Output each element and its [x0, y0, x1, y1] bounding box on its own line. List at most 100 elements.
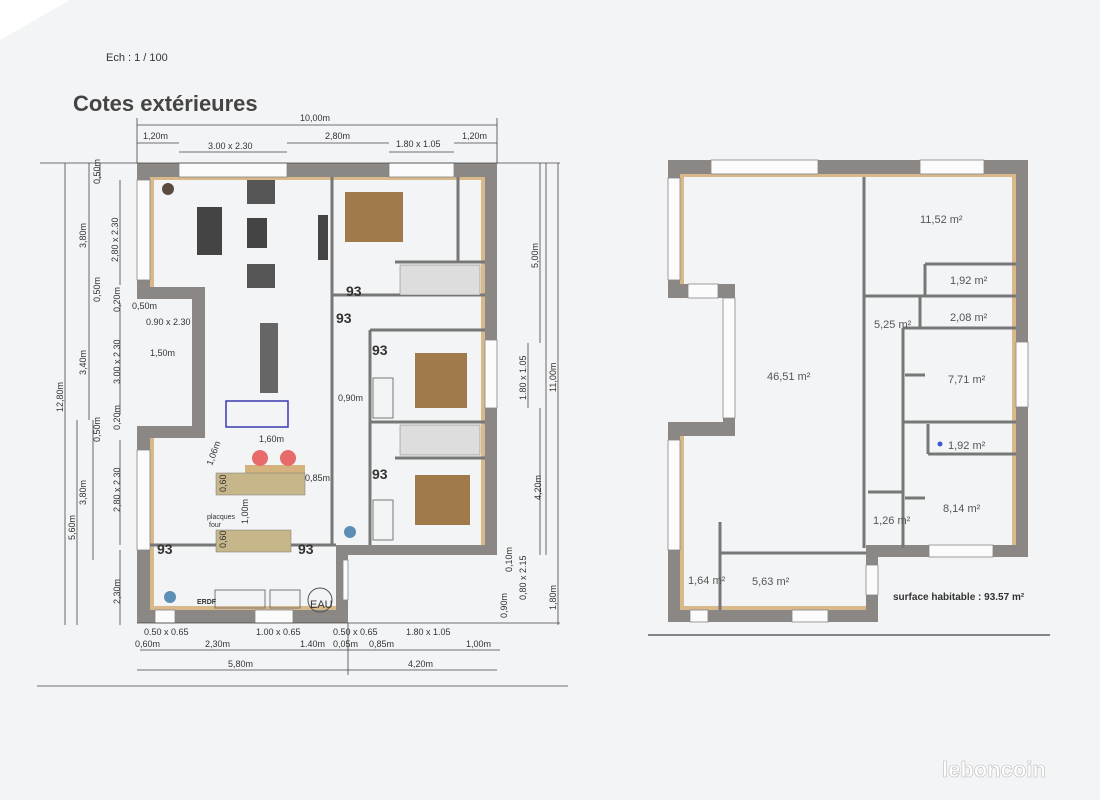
wardrobe: [372, 499, 394, 541]
marker-93: 93: [298, 541, 314, 557]
window: [154, 609, 176, 624]
dimension-label: 0,80 x 2.15: [518, 555, 528, 600]
dimension-label: 3.00 x 2.30: [208, 141, 253, 151]
dimension-label: 0,90m: [499, 593, 509, 618]
marker-93: 93: [346, 283, 362, 299]
exterior-walls: [136, 162, 498, 624]
bed: [415, 475, 470, 525]
dimension-label: 0,05m: [333, 639, 358, 649]
dimension-label: 10,00m: [300, 113, 330, 123]
dimension-label: 2,30m: [205, 639, 230, 649]
utility-units: [214, 589, 266, 609]
marker-dot: [937, 441, 943, 447]
dimension-label: 2,80m: [325, 131, 350, 141]
dimension-label: 1,20m: [143, 131, 168, 141]
dimensioned-plan: 10,00m 1,20m 3.00 x 2.30 2,80m 1.80 x 1.…: [37, 113, 568, 687]
dimension-label: 0,85m: [305, 473, 330, 483]
room-area: 46,51 m²: [767, 371, 811, 383]
erdf-label: ERDF: [197, 599, 217, 606]
sofa: [197, 207, 222, 255]
meter-icon: [164, 591, 176, 603]
shower: [399, 264, 481, 296]
room-area: 11,52 m²: [920, 214, 963, 226]
room-area: 1,26 m²: [873, 515, 911, 527]
marker-93: 93: [336, 310, 352, 326]
dimension-label: 0,85m: [369, 639, 394, 649]
dimension-label: 1,60m: [259, 434, 284, 444]
kitchen-label: placques: [207, 514, 236, 521]
dimension-label: 0,60: [218, 474, 228, 492]
room-area: 1,92 m²: [948, 440, 986, 452]
window: [178, 162, 288, 178]
dimension-label: 0,20m: [112, 287, 122, 312]
dimension-label: 3.00 x 2.30: [112, 339, 122, 384]
dimension-label: 1.80 x 1.05: [396, 139, 441, 149]
exterior-walls: [667, 159, 1029, 623]
window: [136, 179, 151, 281]
window: [136, 449, 151, 551]
kitchen-island: [215, 472, 306, 496]
dimension-label: 0,50m: [132, 301, 157, 311]
dimension-label: 1,00m: [240, 499, 250, 524]
dimension-label: 12,80m: [55, 382, 65, 412]
wardrobe: [372, 377, 394, 419]
dimension-label: 1.80 x 1.05: [406, 627, 451, 637]
dimension-label: 5,80m: [228, 659, 253, 669]
dimension-label: 1.40m: [300, 639, 325, 649]
room-area: 5,25 m²: [874, 319, 912, 331]
dimension-label: 11,00m: [548, 363, 558, 392]
dimension-label: 0,60: [218, 530, 228, 548]
room-area: 5,63 m²: [752, 576, 790, 588]
dimension-label: 4,20m: [408, 659, 433, 669]
marker-93: 93: [372, 466, 388, 482]
dimension-label: 2,80 x 2.30: [110, 217, 120, 262]
room-area: 8,14 m²: [943, 503, 981, 515]
dimension-lines: [37, 118, 568, 687]
dimension-label: 1,20m: [462, 131, 487, 141]
dimension-label: 0.50 x 0.65: [333, 627, 378, 637]
dimension-label: 0,60m: [135, 639, 160, 649]
marker-93: 93: [157, 541, 173, 557]
dimension-label: 3,40m: [78, 350, 88, 375]
armchair: [247, 264, 275, 288]
interior-walls: [718, 177, 1016, 610]
dimension-label: 0.50 x 0.65: [144, 627, 189, 637]
room-area: 2,08 m²: [950, 312, 988, 324]
dimension-label: 1,80m: [548, 585, 558, 610]
dimension-label: 0,10m: [504, 547, 514, 572]
paper-corner: [0, 0, 70, 40]
scale-label: Ech : 1 / 100: [106, 52, 168, 64]
dimension-label: 0,50m: [92, 159, 102, 184]
eau-label: EAU: [310, 599, 333, 611]
bed: [415, 353, 467, 408]
water-heater-icon: [344, 526, 356, 538]
dimension-label: 0,50m: [92, 277, 102, 302]
dimension-label: 0,20m: [112, 405, 122, 430]
window: [484, 339, 498, 409]
total-surface: surface habitable : 93.57 m²: [893, 592, 1025, 603]
bar-stool: [252, 450, 268, 466]
kitchen-label: four: [209, 522, 222, 529]
dimension-label: 3,80m: [78, 223, 88, 248]
coffee-table: [247, 218, 267, 248]
window: [254, 609, 294, 624]
window: [342, 559, 349, 601]
dimension-label: 1.80 x 1.05: [518, 355, 528, 400]
dining-table: [260, 323, 278, 393]
room-area: 7,71 m²: [948, 374, 986, 386]
dimension-label: 5,60m: [67, 515, 77, 540]
shower: [399, 424, 481, 456]
page-title: Cotes extérieures: [73, 91, 258, 116]
dimension-label: 5,00m: [530, 243, 540, 268]
dimension-label: 4,20m: [533, 475, 543, 500]
kitchen-counter: [215, 529, 292, 553]
dimension-label: 3,80m: [78, 480, 88, 505]
room-area: 1,64 m²: [688, 575, 726, 587]
armchair: [247, 180, 275, 204]
dimension-label: 1,50m: [150, 348, 175, 358]
stove-icon: [162, 183, 174, 195]
sink: [269, 589, 301, 609]
dimension-label: 0,90m: [338, 393, 363, 403]
